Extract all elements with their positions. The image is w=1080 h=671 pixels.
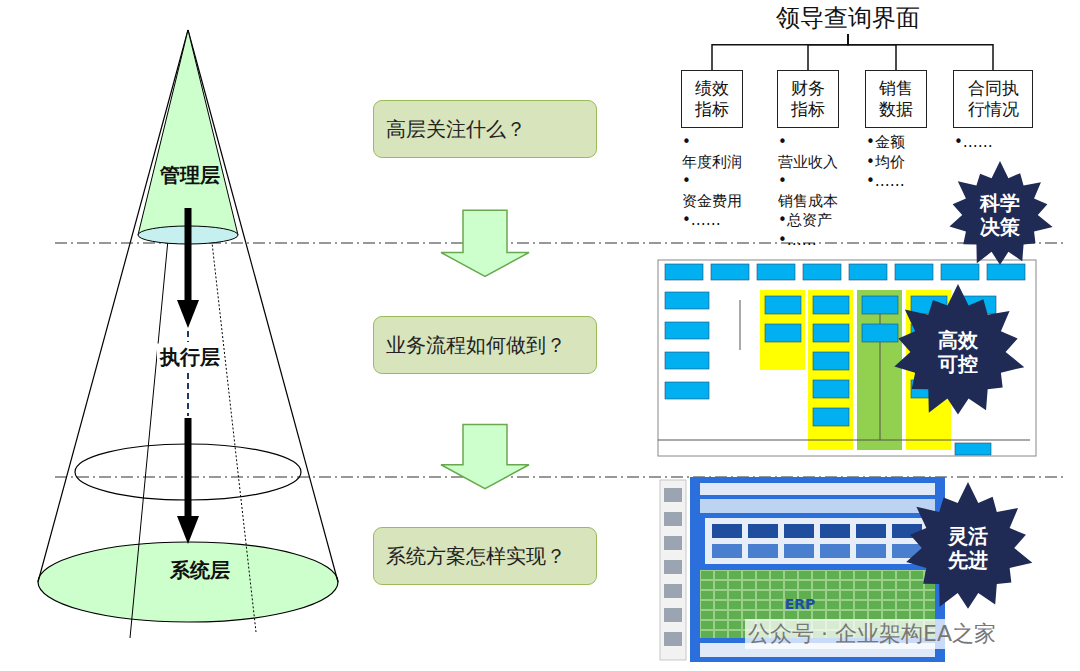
starburst-badge: 灵活先进 <box>902 482 1034 614</box>
system-name: ERP <box>782 596 819 612</box>
indicator-box: 绩效指标•年度利润 •资金费用 •…… <box>681 70 743 128</box>
cone <box>38 30 338 638</box>
node-text: 财务指标 <box>784 78 832 121</box>
bullet-list: •年度利润 •资金费用 •…… <box>682 133 742 231</box>
node-text: 系统方案怎样实现？ <box>386 543 566 570</box>
block-arrow <box>441 424 529 488</box>
node-text: 领导查询界面 <box>776 2 920 34</box>
bullet-list: •…… <box>954 133 993 153</box>
starburst-badge: 高效可控 <box>890 284 1026 420</box>
starburst-outline <box>894 284 1024 415</box>
block-arrow <box>441 210 529 276</box>
flowchart-picture <box>658 260 1036 456</box>
node-text: 科学决策 <box>978 191 1022 239</box>
question-box: 高层关注什么？ <box>373 100 597 158</box>
bullet-list: •营业收入 •销售成本 •总资产 •…… <box>778 133 838 250</box>
title-node: 领导查询界面 <box>772 2 924 34</box>
question-box: 系统方案怎样实现？ <box>373 527 597 585</box>
node-text: 销售数据 <box>872 78 920 121</box>
watermark: 公众号 · 企业架构EA之家 <box>745 619 999 649</box>
tree-connector <box>848 34 896 70</box>
indicator-box: 财务指标•营业收入 •销售成本 •总资产 •…… <box>777 70 839 128</box>
starburst-outline <box>949 161 1052 265</box>
node-text: 合同执行情况 <box>960 78 1026 121</box>
node-text: 灵活先进 <box>946 524 990 572</box>
node-text: 业务流程如何做到？ <box>386 332 566 359</box>
layer-label: 执行层 <box>157 344 223 371</box>
tree-connector <box>848 34 993 70</box>
tree-connector <box>808 34 848 70</box>
node-text: 高层关注什么？ <box>386 116 526 143</box>
starburst-badge: 科学决策 <box>946 161 1054 269</box>
starburst-outline <box>906 482 1032 609</box>
node-text: 绩效指标 <box>688 78 736 121</box>
bullet-list: •金额 •均价 •…… <box>866 133 905 192</box>
question-box: 业务流程如何做到？ <box>373 316 597 374</box>
indicator-box: 合同执行情况•…… <box>953 70 1033 128</box>
node-text: 高效可控 <box>936 328 980 376</box>
layer-label: 系统层 <box>167 557 233 584</box>
indicator-box: 销售数据•金额 •均价 •…… <box>865 70 927 128</box>
layer-label: 管理层 <box>157 162 223 189</box>
tree-connector <box>712 34 848 70</box>
